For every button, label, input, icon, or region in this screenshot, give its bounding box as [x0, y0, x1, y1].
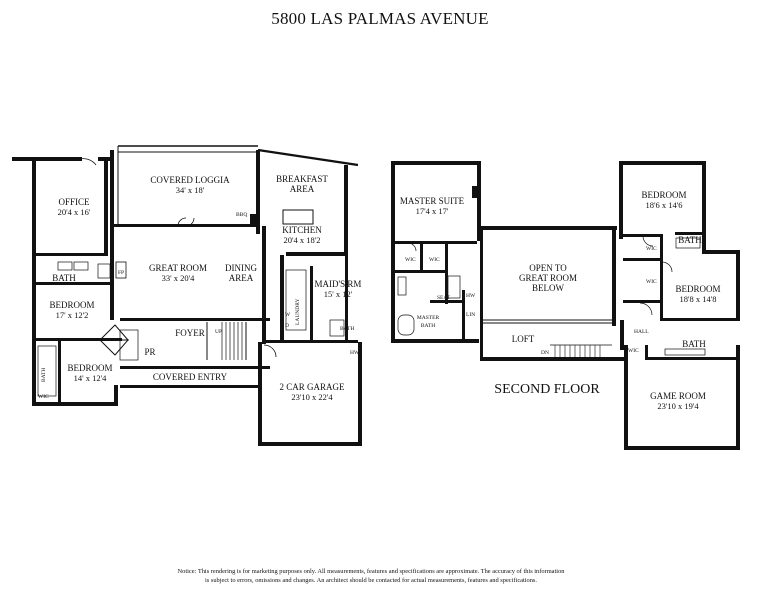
- first-floor: OFFICE 20'4 x 16' COVERED LOGGIA 34' x 1…: [12, 145, 362, 446]
- master-bath-label-2: BATH: [421, 323, 435, 329]
- hall-label: HALL: [634, 329, 649, 335]
- laundry-label: LAUNDRY: [295, 298, 301, 325]
- washer-label: W: [285, 312, 291, 318]
- foyer-label: FOYER: [175, 328, 205, 338]
- bedroom-4-dimensions: 18'8 x 14'8: [679, 294, 716, 304]
- loggia-dimensions: 34' x 18': [176, 185, 205, 195]
- kitchen-dimensions: 20'4 x 18'2: [283, 235, 320, 245]
- wic-small-label: WIC: [38, 394, 49, 400]
- bedroom-3-dimensions: 18'6 x 14'6: [645, 200, 682, 210]
- bedroom-2-dimensions: 14' x 12'4: [74, 373, 108, 383]
- loggia-label: COVERED LOGGIA: [150, 175, 230, 185]
- second-floor-walls: [391, 161, 740, 450]
- dining-area-label: AREA: [229, 273, 254, 283]
- maids-room-dimensions: 15' x 12': [324, 289, 353, 299]
- garage-label: 2 CAR GARAGE: [279, 382, 345, 392]
- open-to-label: OPEN TO: [529, 263, 567, 273]
- office-dimensions: 20'4 x 16': [58, 207, 91, 217]
- office-label: OFFICE: [58, 197, 90, 207]
- notice-line-1: Notice: This rendering is for marketing …: [178, 568, 566, 575]
- bath-label: BATH: [52, 273, 76, 283]
- wic-1-label: WIC: [405, 257, 416, 263]
- bedroom-4-label: BEDROOM: [675, 284, 720, 294]
- dining-label: DINING: [225, 263, 257, 273]
- breakfast-area-label: AREA: [290, 184, 315, 194]
- below-label: BELOW: [532, 283, 564, 293]
- kitchen-label: KITCHEN: [282, 225, 322, 235]
- plan-title: 5800 LAS PALMAS AVENUE: [271, 9, 488, 28]
- game-room-label: GAME ROOM: [650, 391, 706, 401]
- powder-room-label: PR: [144, 347, 155, 357]
- master-suite-label: MASTER SUITE: [400, 196, 465, 206]
- first-floor-walls: [12, 145, 362, 446]
- water-heater-label: HW: [350, 350, 360, 356]
- bbq-label: BBQ: [236, 212, 247, 218]
- stair-up-label: UP: [215, 329, 222, 335]
- stair-down-label: DN: [541, 350, 549, 356]
- maid-bath-label: BATH: [340, 326, 354, 332]
- second-floor-label: SECOND FLOOR: [494, 382, 600, 397]
- bedroom-1-label: BEDROOM: [49, 300, 94, 310]
- wic-5-label: WIC: [628, 348, 639, 354]
- wic-3-label: WIC: [646, 246, 657, 252]
- great-room-dimensions: 33' x 20'4: [162, 273, 196, 283]
- dryer-label: D: [285, 323, 289, 329]
- loft-label: LOFT: [512, 334, 535, 344]
- bedroom-3-label: BEDROOM: [641, 190, 686, 200]
- fireplace-label: FP: [118, 270, 124, 276]
- bedroom-1-dimensions: 17' x 12'2: [56, 310, 89, 320]
- seat-label: SEAT: [437, 295, 451, 301]
- bath-3-label: BATH: [678, 235, 702, 245]
- bath-small-label: BATH: [41, 368, 47, 382]
- wic-4-label: WIC: [646, 279, 657, 285]
- game-room-dimensions: 23'10 x 19'4: [657, 401, 699, 411]
- covered-entry-label: COVERED ENTRY: [153, 372, 228, 382]
- bath-4-label: BATH: [682, 339, 706, 349]
- great-room-below-label: GREAT ROOM: [519, 273, 577, 283]
- lin-label: LIN: [466, 312, 475, 318]
- bedroom-2-label: BEDROOM: [67, 363, 112, 373]
- great-room-label: GREAT ROOM: [149, 263, 207, 273]
- wic-2-label: WIC: [429, 257, 440, 263]
- master-bath-label: MASTER: [417, 315, 440, 321]
- master-suite-dimensions: 17'4 x 17': [416, 206, 449, 216]
- hw-label: HW: [466, 293, 476, 299]
- notice-line-2: is subject to errors, omissions and chan…: [205, 577, 537, 584]
- second-floor: MASTER SUITE 17'4 x 17' WIC WIC SEAT HW …: [391, 161, 740, 450]
- garage-dimensions: 23'10 x 22'4: [291, 392, 333, 402]
- maids-room-label: MAID'S RM: [315, 279, 362, 289]
- breakfast-label: BREAKFAST: [276, 174, 328, 184]
